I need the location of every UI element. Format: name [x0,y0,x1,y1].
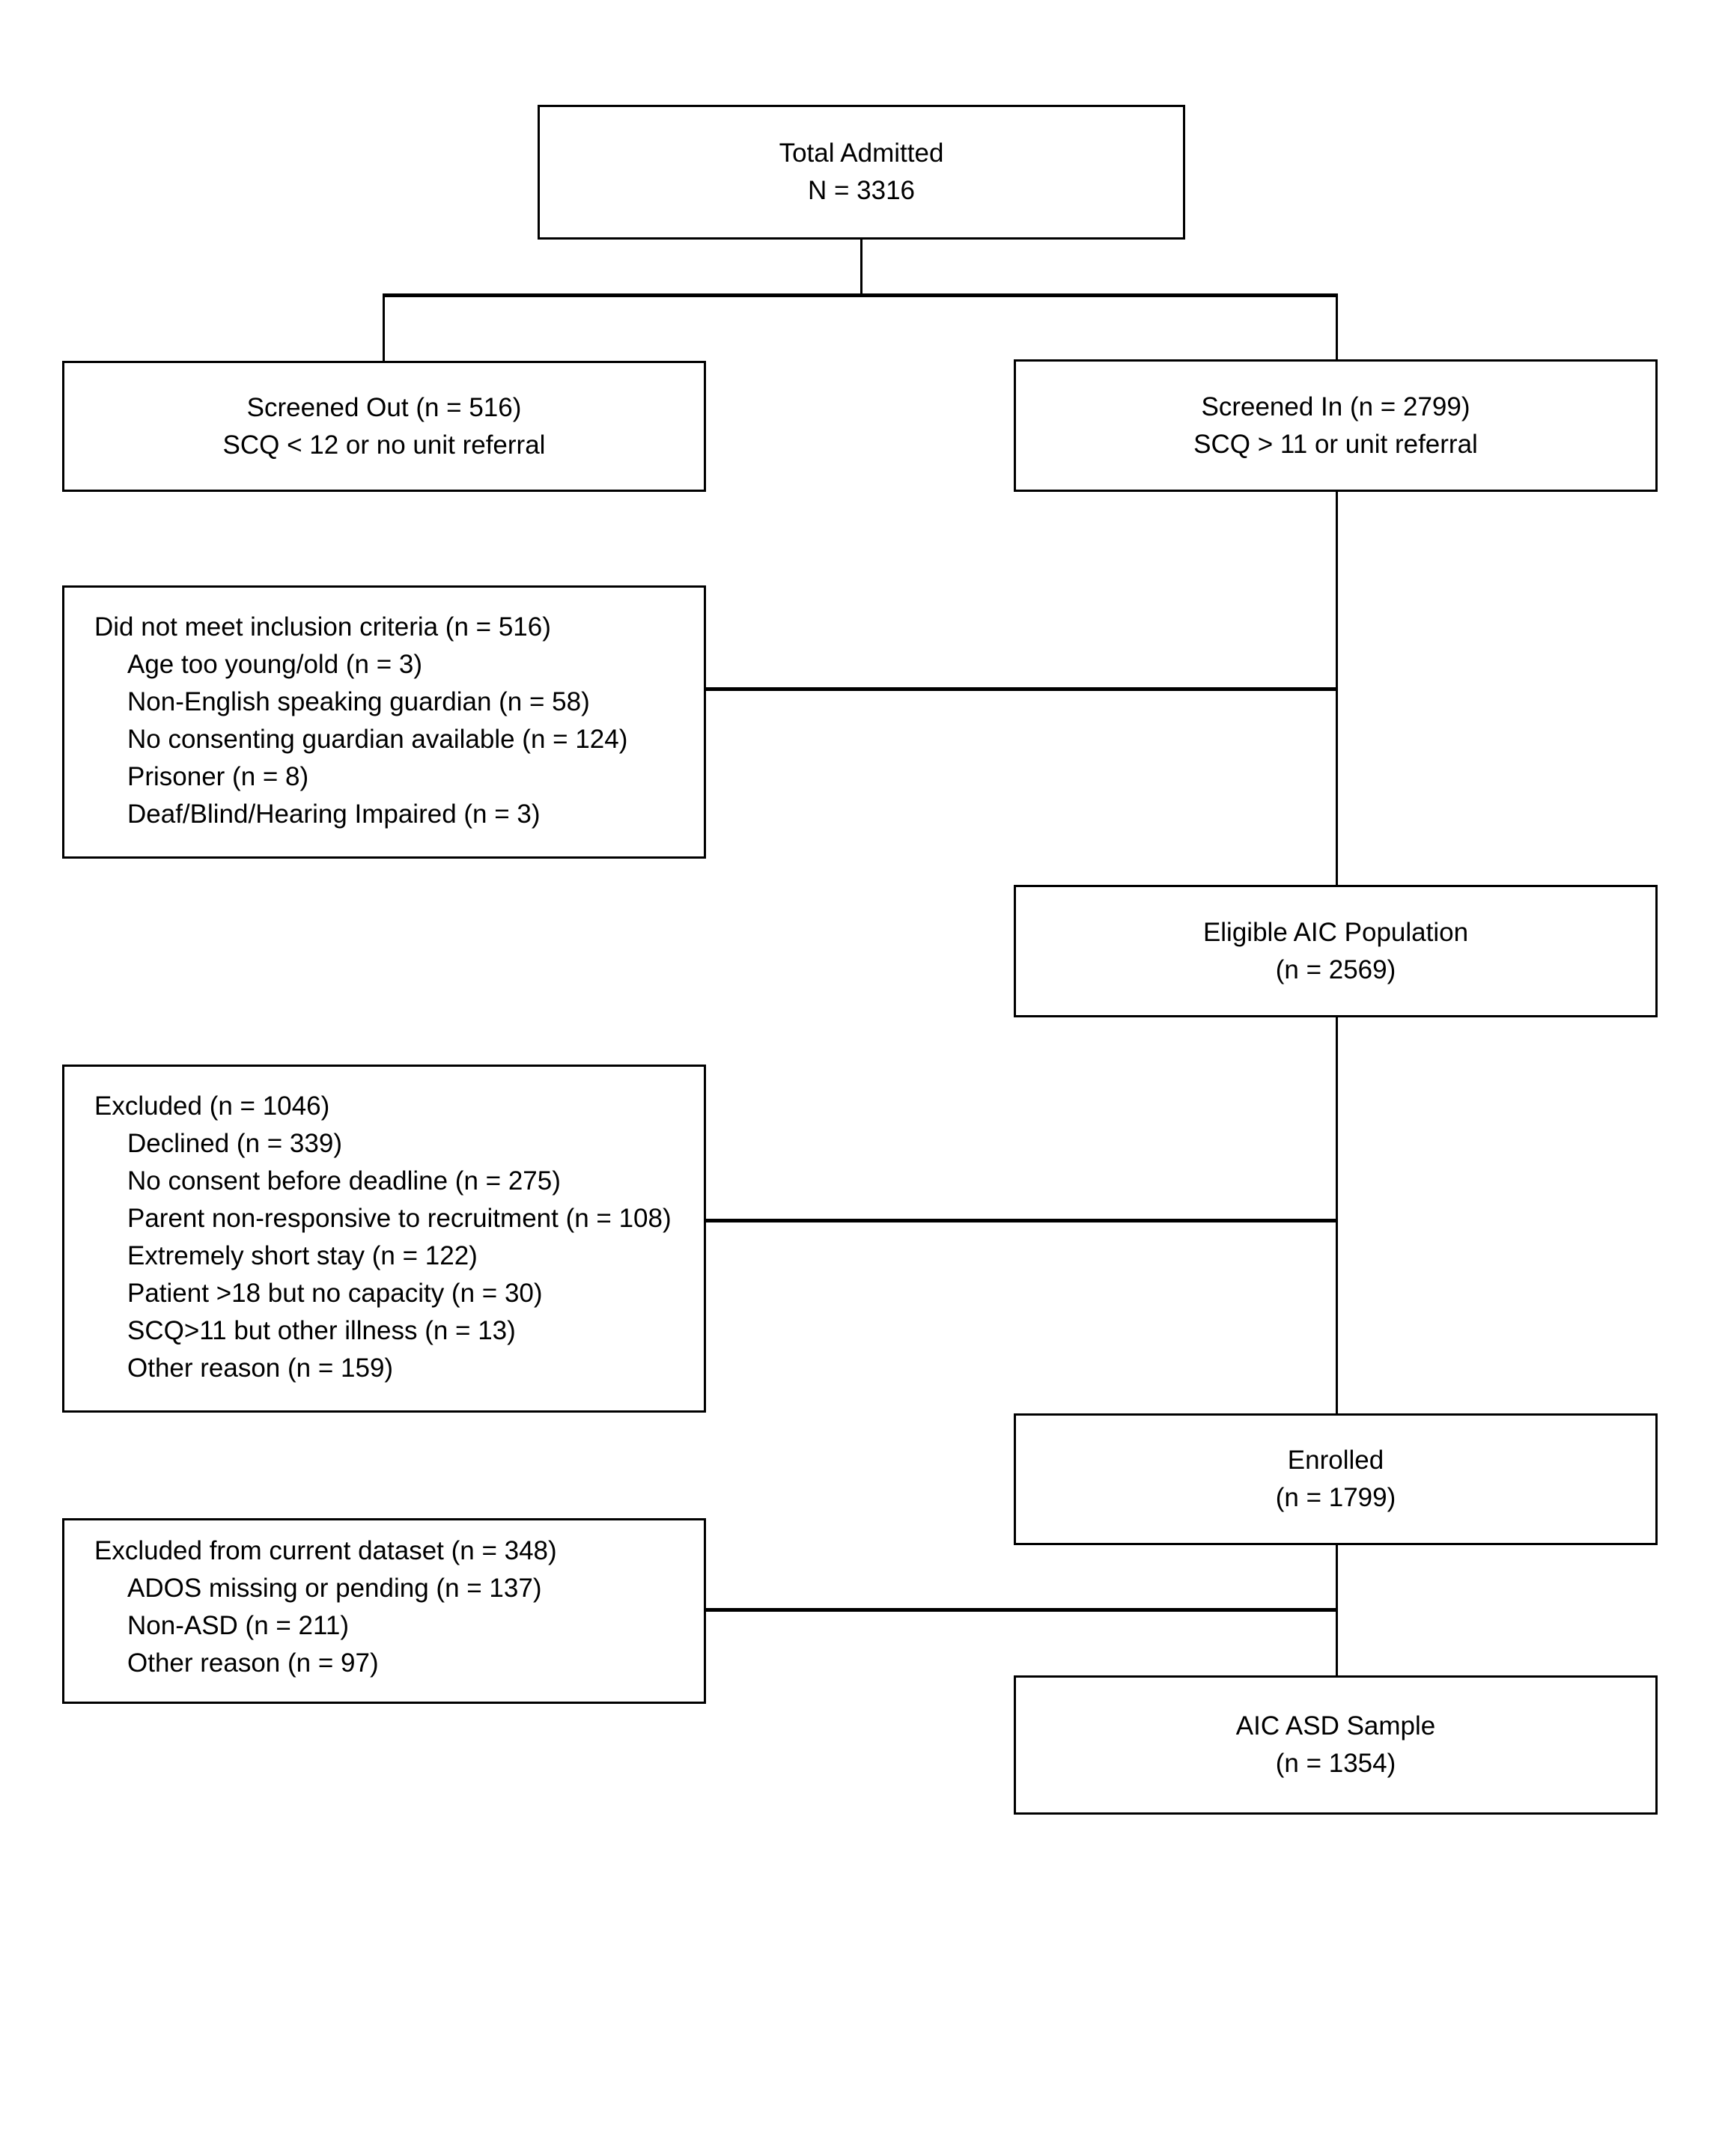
list-item: ADOS missing or pending (n = 137) [127,1574,542,1603]
list-item: Non-ASD (n = 211) [127,1611,350,1640]
box-did-not-meet-inclusion: Did not meet inclusion criteria (n = 516… [62,585,706,859]
box-aic-asd-sample-line1: AIC ASD Sample [1235,1711,1436,1741]
box-eligible-line1: Eligible AIC Population [1202,917,1469,947]
list-item: Other reason (n = 97) [127,1648,379,1678]
box-eligible-aic-population: Eligible AIC Population (n = 2569) [1014,885,1658,1017]
box-enrolled-line2: (n = 1799) [1275,1483,1396,1512]
box-total-admitted-line2: N = 3316 [807,176,916,205]
list-item: Other reason (n = 159) [127,1353,394,1383]
box-screened-in-line1: Screened In (n = 2799) [1201,392,1470,421]
list-item: Age too young/old (n = 3) [127,650,423,679]
box-screened-in: Screened In (n = 2799) SCQ > 11 or unit … [1014,359,1658,492]
list-item: Extremely short stay (n = 122) [127,1241,478,1270]
connector-excluded-feeder [705,1219,1338,1222]
list-item: Non-English speaking guardian (n = 58) [127,687,590,716]
connector-split-to-screened-in [1336,293,1338,361]
list-item: No consent before deadline (n = 275) [127,1166,561,1196]
box-excluded-current-dataset: Excluded from current dataset (n = 348) … [62,1518,706,1704]
box-eligible-line2: (n = 2569) [1275,954,1396,984]
list-item: Deaf/Blind/Hearing Impaired (n = 3) [127,800,541,829]
box-excluded-title: Excluded (n = 1046) [94,1091,330,1121]
box-aic-asd-sample: AIC ASD Sample (n = 1354) [1014,1675,1658,1815]
list-item: Parent non-responsive to recruitment (n … [127,1204,672,1233]
box-aic-asd-sample-line2: (n = 1354) [1275,1749,1396,1778]
box-enrolled: Enrolled (n = 1799) [1014,1413,1658,1545]
connector-split-horizontal [383,293,1338,297]
connector-inclusion-feeder [705,687,1338,691]
list-item: SCQ>11 but other illness (n = 13) [127,1316,516,1345]
connector-total-to-split [860,238,862,297]
connector-excluded-dataset-feeder [705,1608,1338,1612]
connector-eligible-to-enrolled [1336,1016,1338,1415]
box-screened-in-line2: SCQ > 11 or unit referral [1193,429,1478,459]
connector-split-to-screened-out [383,293,385,362]
list-item: No consenting guardian available (n = 12… [127,725,628,754]
box-screened-out: Screened Out (n = 516) SCQ < 12 or no un… [62,361,706,492]
list-item: Declined (n = 339) [127,1129,342,1158]
box-total-admitted-line1: Total Admitted [779,138,944,168]
box-total-admitted: Total Admitted N = 3316 [538,105,1185,240]
box-screened-out-line1: Screened Out (n = 516) [246,392,522,422]
list-item: Prisoner (n = 8) [127,762,309,791]
list-item: Patient >18 but no capacity (n = 30) [127,1279,543,1308]
box-did-not-meet-inclusion-title: Did not meet inclusion criteria (n = 516… [94,612,551,642]
box-screened-out-line2: SCQ < 12 or no unit referral [222,430,546,460]
box-excluded: Excluded (n = 1046) Declined (n = 339) N… [62,1065,706,1413]
box-enrolled-line1: Enrolled [1287,1446,1384,1475]
box-excluded-current-dataset-title: Excluded from current dataset (n = 348) [94,1536,557,1565]
